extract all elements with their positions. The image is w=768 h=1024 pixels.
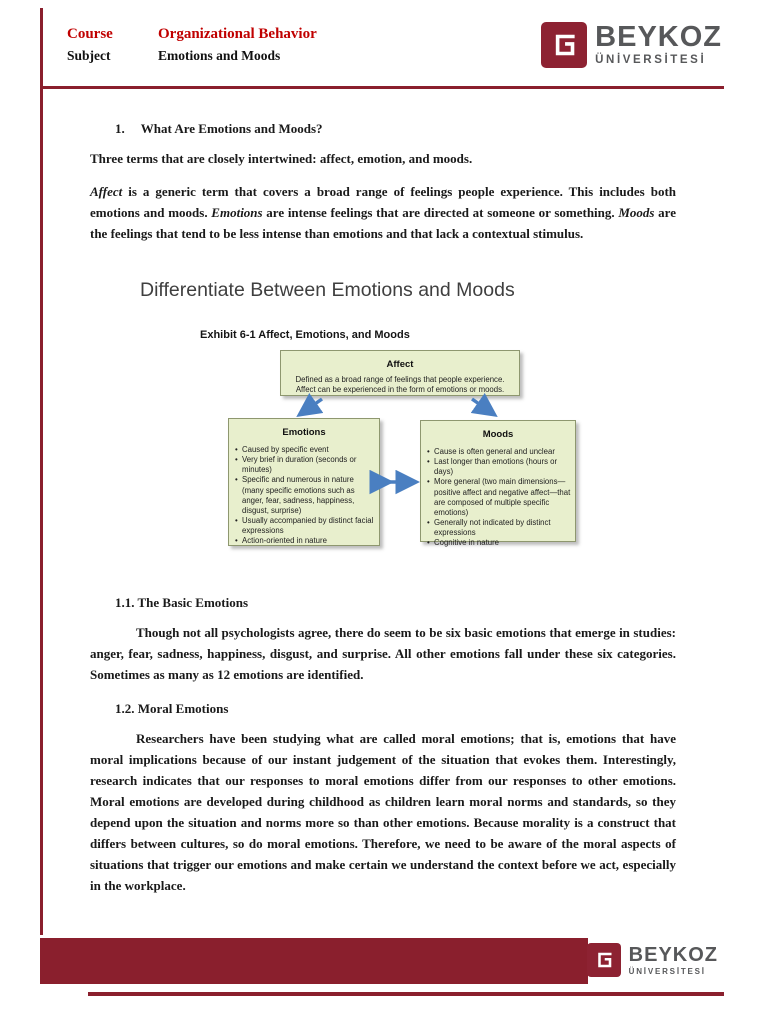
- subject-label: Subject: [67, 48, 111, 63]
- section-heading-1-1: 1.1. The Basic Emotions: [115, 595, 249, 610]
- logo-text: BEYKOZ ÜNİVERSİTESİ: [595, 23, 722, 67]
- document-header: Course Organizational Behavior Subject E…: [67, 26, 317, 64]
- affect-box-line1: Defined as a broad range of feelings tha…: [295, 375, 505, 384]
- logo-text: BEYKOZ ÜNİVERSİTESİ: [629, 945, 718, 976]
- bullet-item: Usually accompanied by distinct facial e…: [235, 516, 376, 536]
- bullet-item: Caused by specific event: [235, 445, 376, 455]
- term-affect: Affect: [90, 184, 123, 199]
- intro-paragraph: Three terms that are closely intertwined…: [90, 151, 473, 166]
- affect-box-line2: Affect can be experienced in the form of…: [295, 385, 505, 395]
- subject-value: Emotions and Moods: [158, 48, 281, 63]
- moods-bullet-list: Cause is often general and unclear Last …: [427, 447, 572, 548]
- affect-box-title: Affect: [386, 359, 414, 370]
- emotions-box-title: Emotions: [282, 427, 326, 438]
- moods-box-title: Moods: [482, 429, 514, 440]
- section-title: What Are Emotions and Moods?: [140, 121, 323, 136]
- moods-box: Moods Cause is often general and unclear…: [420, 420, 576, 548]
- logo-subtitle: ÜNİVERSİTESİ: [628, 966, 706, 976]
- university-logo: BEYKOZ ÜNİVERSİTESİ: [541, 22, 722, 68]
- bullet-item: Generally not indicated by distinct expr…: [427, 518, 572, 538]
- diagram-arrows: [296, 392, 498, 495]
- bullet-item: More general (two main dimensions—positi…: [427, 477, 572, 518]
- footer-maroon-band: [40, 938, 588, 984]
- square-g-glyph: [597, 952, 612, 968]
- affect-definition-paragraph: Affect is a generic term that covers a b…: [90, 181, 676, 244]
- arrow-affect-to-moods: [470, 392, 498, 418]
- square-g-glyph: [555, 34, 575, 56]
- course-label: Course: [67, 26, 113, 42]
- arrow-affect-to-emotions: [296, 392, 324, 418]
- paragraph-text: is a generic term that covers a broad ra…: [90, 184, 676, 220]
- bullet-item: Very brief in duration (seconds or minut…: [235, 455, 376, 475]
- header-divider-line: [40, 86, 724, 89]
- bullet-item: Action-oriented in nature: [235, 536, 376, 546]
- section-heading-1-2: 1.2. Moral Emotions: [115, 701, 229, 716]
- moral-emotions-paragraph: Researchers have been studying what are …: [90, 731, 676, 893]
- emotions-bullet-list: Caused by specific event Very brief in d…: [235, 445, 376, 546]
- term-emotions: Emotions: [211, 205, 263, 220]
- footer-university-logo: BEYKOZ ÜNİVERSİTESİ: [586, 943, 718, 977]
- footer-divider-line: [88, 992, 724, 996]
- affect-box: Affect Defined as a broad range of feeli…: [280, 350, 520, 396]
- beykoz-logo-icon: [586, 943, 621, 977]
- term-moods: Moods: [618, 205, 655, 220]
- section-heading-1: 1. What Are Emotions and Moods?: [90, 118, 676, 139]
- logo-subtitle: ÜNİVERSİTESİ: [595, 54, 707, 67]
- logo-title: BEYKOZ: [628, 943, 718, 966]
- exhibit-figure: Differentiate Between Emotions and Moods…: [90, 272, 676, 564]
- bullet-item: Specific and numerous in nature (many sp…: [235, 475, 376, 516]
- paragraph-text: are intense feelings that are directed a…: [262, 205, 619, 220]
- section-number: 1.: [115, 121, 125, 136]
- bullet-item: Last longer than emotions (hours or days…: [427, 457, 572, 477]
- basic-emotions-paragraph: Though not all psychologists agree, ther…: [90, 625, 676, 682]
- exhibit-caption: Exhibit 6-1 Affect, Emotions, and Moods: [200, 329, 410, 341]
- bullet-item: Cognitive in nature: [427, 538, 572, 548]
- bullet-item: Cause is often general and unclear: [427, 447, 572, 457]
- emotions-box: Emotions Caused by specific event Very b…: [228, 418, 380, 546]
- course-value: Organizational Behavior: [158, 26, 317, 42]
- document-body: 1. What Are Emotions and Moods? Three ter…: [90, 118, 676, 896]
- beykoz-logo-icon: [541, 22, 588, 68]
- figure-title: Differentiate Between Emotions and Moods: [140, 279, 515, 301]
- left-vertical-rule: [40, 8, 43, 935]
- paragraph-text: are the feelings that tend to be less in…: [90, 205, 676, 241]
- logo-title: BEYKOZ: [595, 21, 722, 54]
